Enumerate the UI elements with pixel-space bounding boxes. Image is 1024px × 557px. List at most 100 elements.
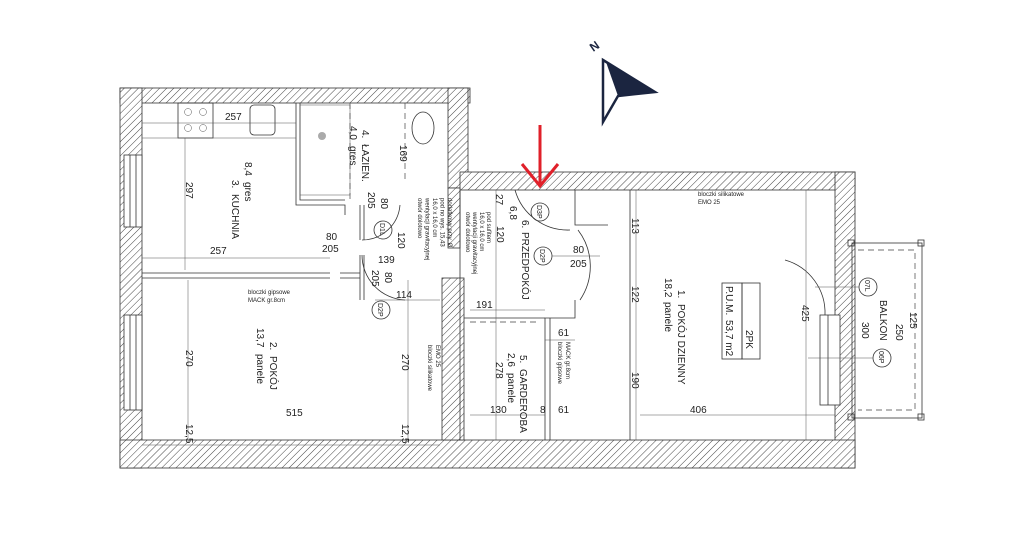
dim-kitchen-bottom: 257: [210, 246, 227, 257]
dim-250: 250: [893, 324, 904, 341]
walls: [119, 87, 856, 469]
dim-122: 122: [629, 286, 640, 303]
dim-d2-width: 80: [382, 272, 393, 284]
summary-box: P.U.M. 53,7 m2 2PK: [721, 282, 761, 360]
note-line: 16,0 x 16,0 cm: [478, 212, 484, 251]
entrance-arrow-marker: [520, 125, 560, 189]
room-label-room2: 2. POKÓJ 13,7 panele: [254, 328, 280, 390]
note-line: wentylacji grawitacyjnej: [471, 211, 477, 274]
note-line: pod no wys. 15,43: [439, 198, 445, 247]
room-name: GARDEROBA: [517, 369, 528, 433]
note-line: otwór dolotowo: [464, 212, 470, 253]
room-number: 5.: [517, 355, 528, 363]
room-area: 6,8: [507, 206, 518, 220]
door-tag: D1L: [378, 223, 385, 236]
doors: [361, 189, 826, 316]
dim-406: 406: [690, 405, 707, 416]
note-line: MACK gr.8cm: [248, 298, 285, 304]
dim-278: 278: [493, 362, 504, 379]
room-number: 1.: [675, 290, 686, 298]
room-area: 13,7: [254, 328, 265, 348]
room-area: 18,2: [662, 278, 673, 298]
note-line: 16,0 x 16,0 cm: [431, 198, 437, 237]
dim-8: 8: [540, 405, 546, 416]
room-name: KUCHNIA: [229, 194, 240, 239]
door-tag-d2p-2: D2P: [533, 246, 553, 266]
dim-190: 190: [629, 372, 640, 389]
door-tag-d3p: D3P: [530, 202, 550, 222]
dim-120: 120: [395, 232, 406, 249]
dim-d1-height: 205: [365, 192, 376, 209]
note-gypsum-2: bloczki gipsowe MACK gr.8cm: [556, 342, 570, 385]
room-number: 3.: [229, 180, 240, 188]
door-tag: 07L: [863, 280, 870, 292]
dim-wall-1: 12,5: [183, 424, 194, 444]
dim-300: 300: [859, 322, 870, 339]
dim-wall-2: 12,5: [399, 424, 410, 444]
north-label: N: [587, 38, 602, 54]
dim-27: 27: [493, 194, 504, 206]
note-line: otwór dolotowo: [416, 198, 422, 239]
room-name: POKÓJ: [267, 356, 280, 390]
room-floor: gres: [242, 182, 253, 201]
dim-bath-height: 169: [397, 145, 408, 162]
note-line: wentylacji grawitacyjnej: [424, 197, 430, 260]
dim-room2-height-2: 270: [399, 354, 410, 371]
note-line: EMO 25: [434, 345, 440, 368]
dim-room2-height: 270: [183, 350, 194, 367]
room-label-bathroom: 4. ŁAZIEN. 4,0 gres: [347, 126, 370, 182]
dim-139: 139: [378, 255, 395, 266]
note-line: bloczki gipsowe: [248, 290, 291, 296]
room-area: 2,6: [505, 353, 516, 367]
windows: [123, 154, 841, 411]
note-vent-1: otwór dolotowo wentylacji grawitacyjnej …: [416, 197, 452, 260]
note-vent-2: otwór dolotowo wentylacji grawitacyjnej …: [464, 211, 491, 274]
dim-61: 61: [558, 328, 570, 339]
dim-113: 113: [629, 218, 640, 234]
room-name: ŁAZIEN.: [359, 144, 370, 182]
room-label-hallway: 6. PRZEDPOKÓJ 6,8: [507, 206, 532, 300]
dim-kitchen-height: 297: [183, 182, 194, 199]
room-area: 4,0: [347, 126, 358, 140]
room-floor: panele: [662, 302, 673, 332]
door-tag: D2P: [538, 249, 545, 263]
room-number: 6.: [519, 220, 530, 228]
note-line: pod sufitem: [485, 212, 491, 243]
dim-hall-120: 120: [494, 226, 505, 243]
room-number: 2.: [267, 342, 278, 350]
dim-d1-width: 80: [378, 198, 389, 210]
dim-114: 114: [396, 290, 412, 301]
summary-type: 2PK: [743, 330, 754, 349]
dim-kitchen-top: 257: [225, 112, 242, 123]
room-label-kitchen: 3. KUCHNIA 8,4 gres: [229, 162, 253, 239]
dim-d2-height: 205: [369, 270, 380, 287]
dim-door-height: 205: [322, 244, 339, 255]
note-line: MACK gr.8cm: [564, 342, 570, 379]
door-tag-07l: 07L: [858, 277, 878, 297]
dim-hall-door-width: 80: [573, 245, 585, 256]
door-tag-06p: 06P: [872, 348, 892, 368]
dim-130: 130: [490, 405, 507, 416]
summary-area: 53,7 m2: [723, 320, 734, 357]
room-label-wardrobe: 5. GARDEROBA 2,6 panele: [505, 353, 528, 433]
partitions: [142, 102, 631, 440]
note-line: EMO 25: [698, 200, 721, 206]
note-line: bloczki silikatowe: [426, 345, 432, 392]
dim-door-width: 80: [326, 232, 338, 243]
door-tag-d2p: D2P: [371, 300, 391, 320]
dim-191: 191: [476, 300, 493, 311]
room-floor: gres: [347, 146, 358, 165]
dim-room2-width: 515: [286, 408, 303, 419]
note-line: dodatkowy przy. Ø: [446, 198, 452, 248]
door-tag: 06P: [877, 351, 884, 364]
note-line: bloczki gipsowe: [556, 342, 562, 385]
note-line: bloczki silikatowe: [698, 192, 745, 198]
note-gypsum-1: bloczki gipsowe MACK gr.8cm: [248, 290, 291, 304]
dimension-lines: [142, 122, 835, 446]
note-silicate-1: bloczki silikatowe EMO 25: [426, 345, 440, 392]
door-tag: D3P: [535, 205, 542, 219]
note-silicate-2: bloczki silikatowe EMO 25: [698, 192, 745, 206]
room-floor: panele: [505, 373, 516, 403]
door-tag: D2P: [376, 303, 383, 317]
